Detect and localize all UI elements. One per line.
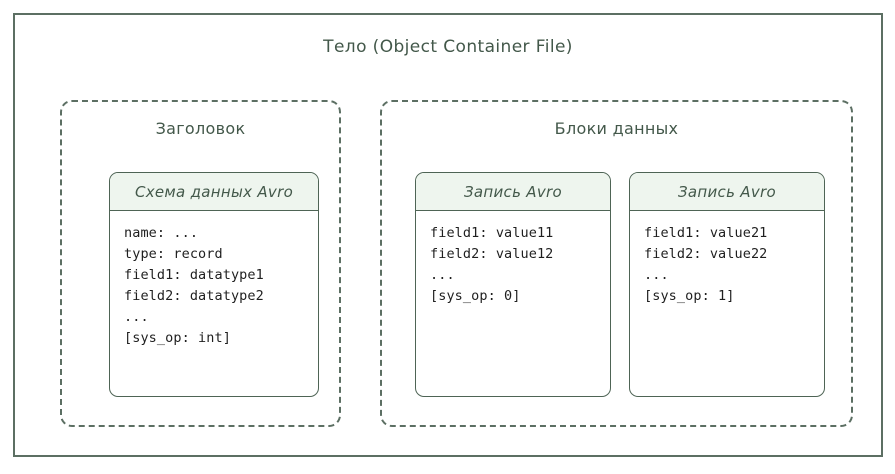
card-avro-schema: Схема данных Avro name: ... type: record… (109, 172, 319, 397)
code-line: field2: datatype2 (124, 288, 264, 304)
card-avro-record-1-body: field1: value11 field2: value12 ... [sys… (416, 211, 610, 317)
code-line: ... (644, 267, 669, 283)
code-line: type: record (124, 246, 223, 262)
code-line: field1: value21 (644, 225, 768, 241)
card-avro-record-2: Запись Avro field1: value21 field2: valu… (629, 172, 825, 397)
card-avro-schema-title: Схема данных Avro (110, 173, 318, 211)
code-line: field1: value11 (430, 225, 554, 241)
diagram-title: Тело (Object Container File) (323, 37, 573, 57)
code-line: name: ... (124, 225, 199, 241)
card-avro-record-2-title: Запись Avro (630, 173, 824, 211)
code-line: [sys_op: 0] (430, 288, 521, 304)
card-avro-record-1: Запись Avro field1: value11 field2: valu… (415, 172, 611, 397)
code-line: [sys_op: 1] (644, 288, 735, 304)
code-line: field2: value12 (430, 246, 554, 262)
code-line: field2: value22 (644, 246, 768, 262)
code-line: ... (124, 309, 149, 325)
code-line: [sys_op: int] (124, 330, 231, 346)
card-avro-record-1-title: Запись Avro (416, 173, 610, 211)
card-avro-schema-body: name: ... type: record field1: datatype1… (110, 211, 318, 359)
code-line: ... (430, 267, 455, 283)
group-data-blocks-section: Блоки данных Запись Avro field1: value11… (380, 100, 853, 427)
group-header-label: Заголовок (155, 119, 246, 138)
card-avro-record-2-body: field1: value21 field2: value22 ... [sys… (630, 211, 824, 317)
group-header-section: Заголовок Схема данных Avro name: ... ty… (60, 100, 341, 427)
code-line: field1: datatype1 (124, 267, 264, 283)
group-data-blocks-label: Блоки данных (554, 119, 679, 138)
object-container-file-frame: Тело (Object Container File) Заголовок С… (13, 13, 883, 457)
